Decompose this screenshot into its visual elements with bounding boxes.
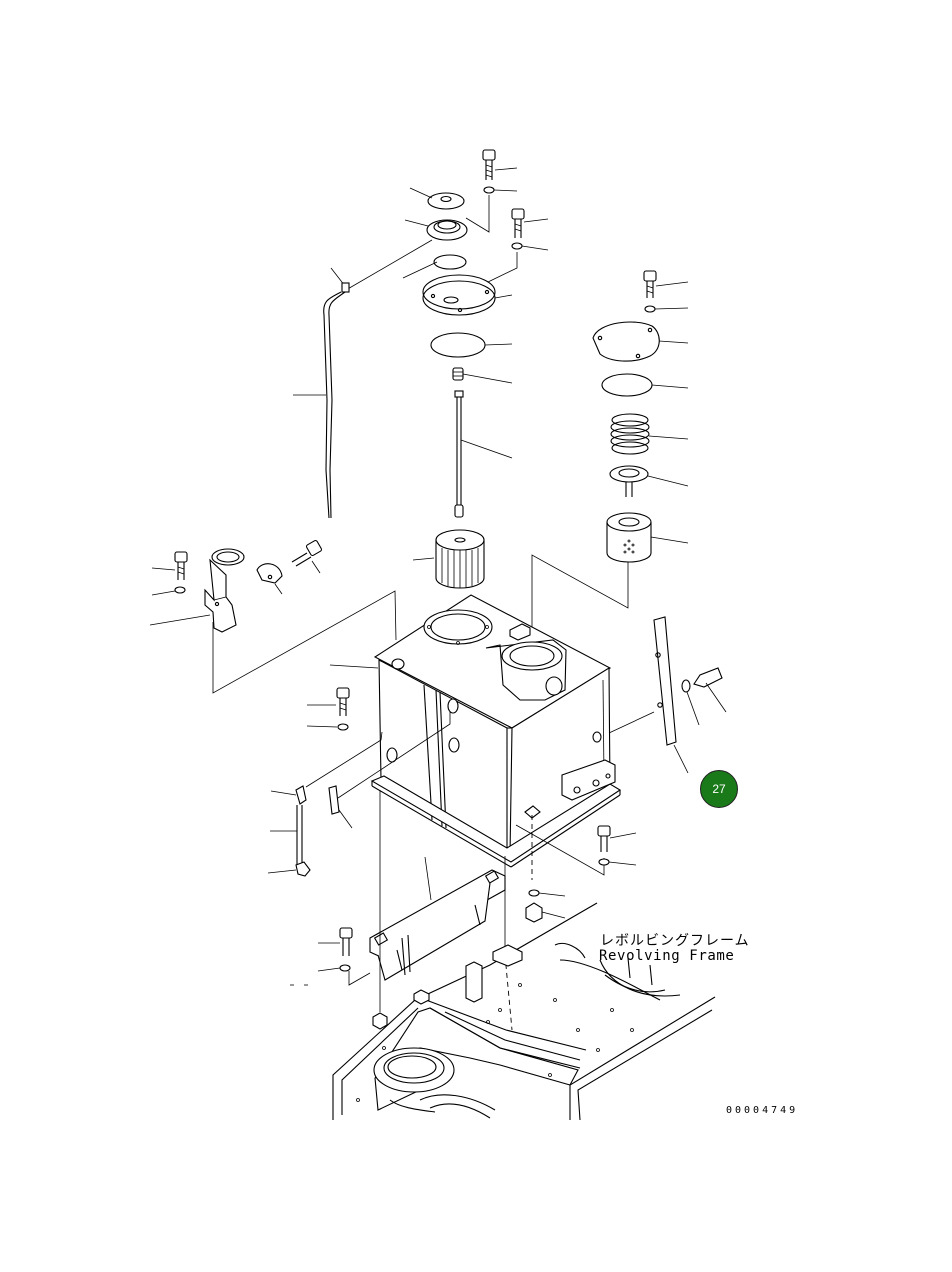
left-fittings (267, 687, 353, 877)
revolving-frame (332, 902, 716, 1121)
bolt-top (482, 149, 496, 180)
guide-lines (379, 790, 513, 1031)
hydraulic-tank (305, 594, 655, 876)
callout-27-label: 27 (712, 782, 726, 796)
revolving-frame-label-jp: レボルビングフレーム (600, 933, 750, 949)
breather-hose (293, 239, 433, 519)
support-bracket (290, 815, 637, 986)
revolving-frame-label-en: Revolving Frame (599, 948, 735, 964)
filter-assembly (531, 270, 689, 640)
side-plate (653, 616, 727, 774)
top-cap-assembly (402, 149, 549, 589)
drawing-code: 00004749 (726, 1105, 799, 1116)
bracket-assembly (149, 539, 397, 694)
callout-27-button[interactable]: 27 (700, 770, 738, 808)
